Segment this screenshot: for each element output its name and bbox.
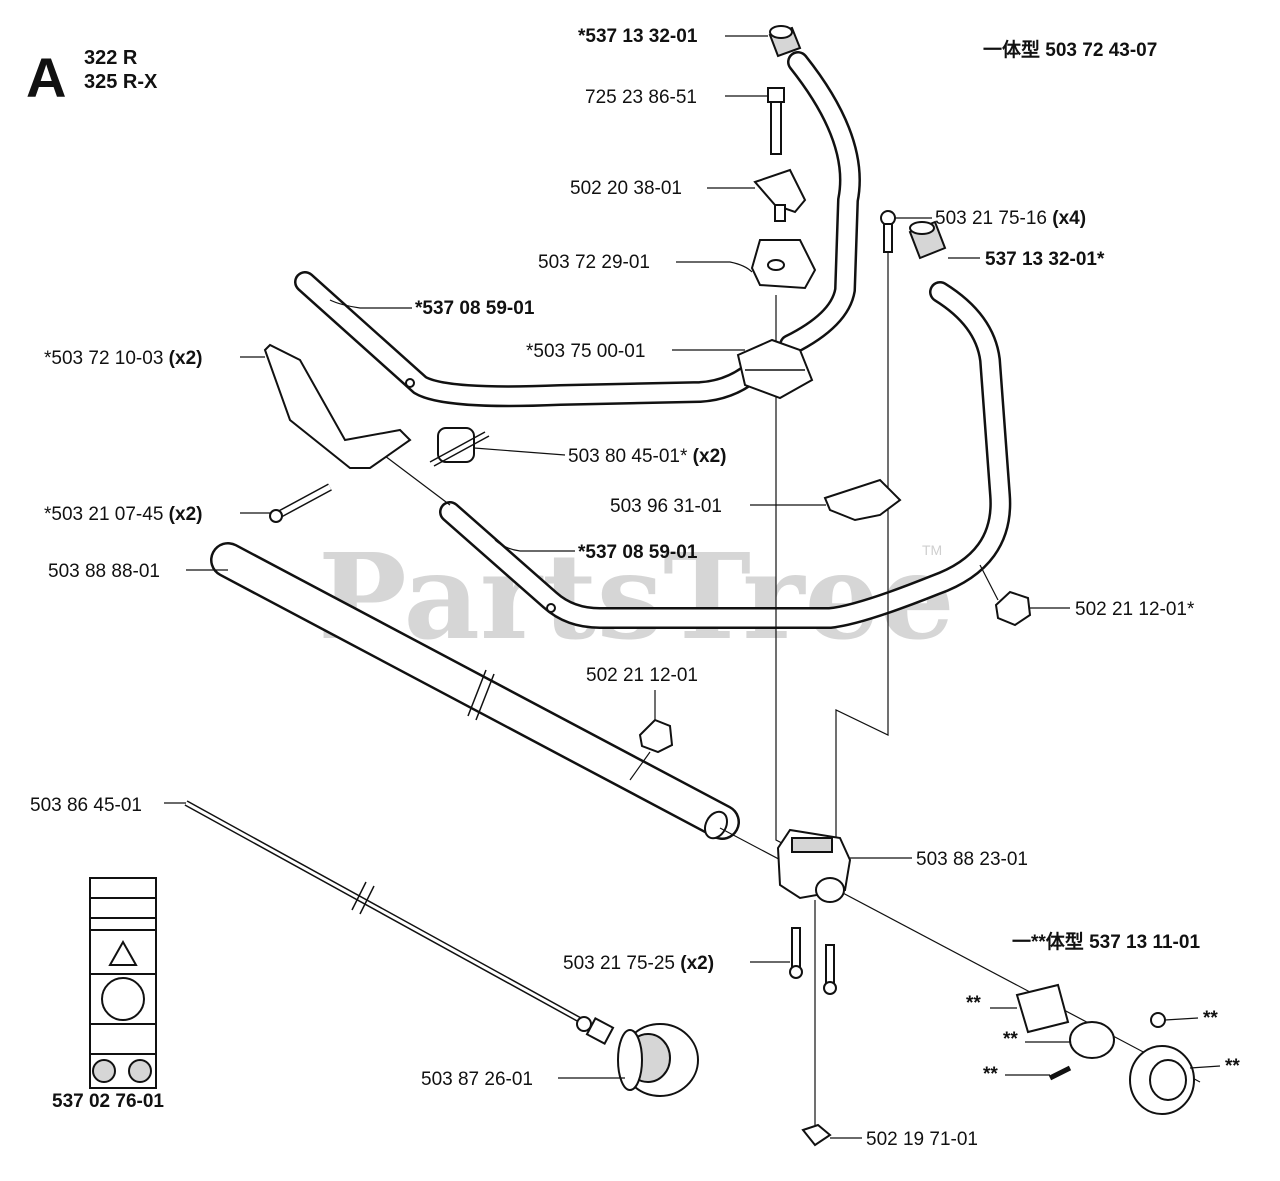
knob-right [994,590,1032,627]
kit-label-a: 一体型 503 72 43-07 [983,38,1157,61]
label-503804501: 503 80 45-01* (x2) [568,446,726,467]
label-537027601: 537 02 76-01 [52,1091,164,1112]
kit-label-b: 一**体型 537 13 11-01 [1012,930,1200,953]
model-label-2: 325 R-X [84,71,158,93]
label-503722901: 503 72 29-01 [538,252,650,273]
label-503864501: 503 86 45-01 [30,795,142,816]
star-label-3: ** [983,1064,998,1085]
section-letter: A [26,46,66,109]
star-label-4: ** [1203,1008,1218,1029]
label-537133201-right: 537 13 32-01* [985,249,1105,270]
knob-mid [638,718,674,754]
label-503963101: 503 96 31-01 [610,496,722,517]
drive-coupling [576,1016,699,1097]
model-label-1: 322 R [84,47,138,69]
label-503217525: 503 21 75-25 (x2) [563,953,714,974]
handle-guard [263,343,412,469]
clamp-screws [789,927,837,995]
label-537085901-b: *537 08 59-01 [578,542,698,563]
small-bolt-right [880,210,896,253]
part-labels: *537 13 32-01 725 23 86-51 502 20 38-01 … [30,26,1240,1150]
watermark-trademark: TM [922,542,942,558]
lower-handle-bar [439,281,1012,629]
warning-decal-sheet [89,877,157,1089]
square-nut [801,1123,832,1147]
star-label-2: ** [1003,1029,1018,1050]
bolt-top [767,87,785,155]
label-502203801: 502 20 38-01 [570,178,682,199]
label-503882301: 503 88 23-01 [916,849,1028,870]
center-clamp [736,338,814,400]
label-502211201-mid: 502 21 12-01 [586,665,698,686]
cap-right [908,220,947,260]
top-handle-bar [779,51,861,356]
star-label-5: ** [1225,1056,1240,1077]
label-503872601: 503 87 26-01 [421,1069,533,1090]
lower-assembly-parts [1015,983,1195,1115]
long-screw [269,483,332,523]
small-bracket [823,478,902,522]
label-502197101: 502 19 71-01 [866,1129,978,1150]
label-537085901-a: *537 08 59-01 [415,298,535,319]
label-503888801: 503 88 88-01 [48,561,160,582]
left-handle-bar [294,271,771,408]
label-503750001: *503 75 00-01 [526,341,645,362]
main-shaft-tube [210,542,740,840]
label-537133201-top: *537 13 32-01 [578,26,698,47]
star-label-1: ** [966,993,981,1014]
label-503217516: 503 21 75-16 (x4) [935,208,1086,229]
watermark: PartsTree [318,527,955,666]
label-503210745: *503 21 07-45 (x2) [44,504,202,525]
upper-clamp [750,239,817,290]
drive-shaft [184,800,582,1023]
label-503721003: *503 72 10-03 (x2) [44,348,202,369]
label-725238651: 725 23 86-51 [585,87,697,108]
main-clamp [776,828,852,903]
wing-knob [753,168,807,222]
cap-top [768,25,802,58]
label-502211201-right: 502 21 12-01* [1075,599,1195,620]
leader-lines [164,35,1221,1139]
sleeve-clip [429,427,490,467]
